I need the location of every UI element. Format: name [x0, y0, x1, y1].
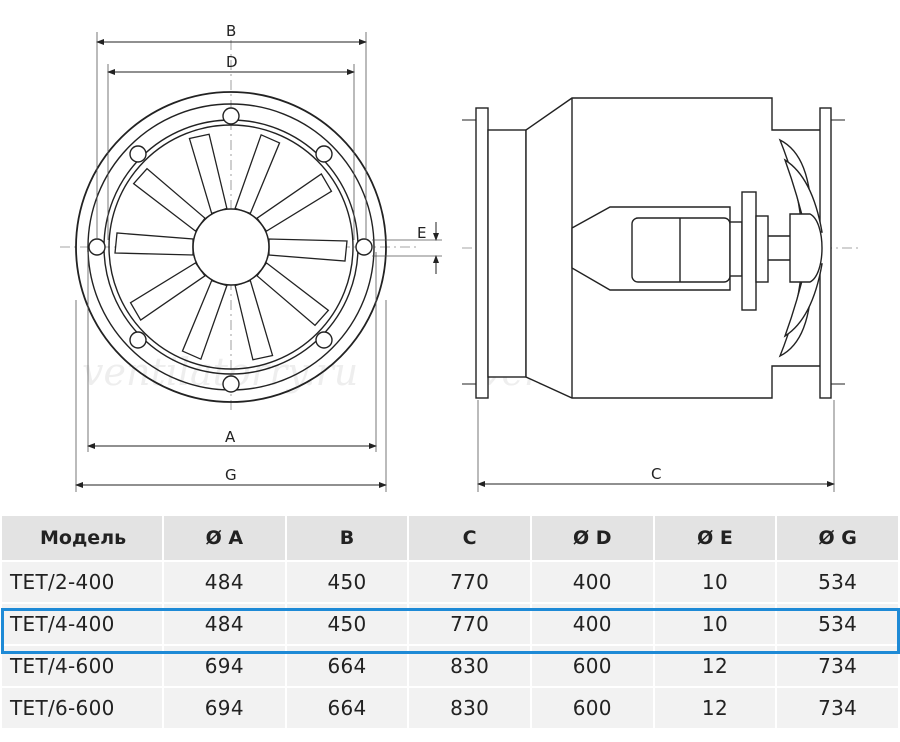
cell-g: 534 [777, 562, 898, 602]
cell-b: 664 [286, 646, 408, 686]
header-b: B [286, 516, 408, 560]
technical-drawing: ventilatorry.ru ventilatorry.ru [60, 22, 860, 492]
cell-d: 400 [531, 562, 653, 602]
cell-c: 770 [409, 562, 530, 602]
cell-d: 600 [531, 646, 653, 686]
table-header-row: Модель Ø A B C Ø D Ø E Ø G [2, 516, 898, 560]
cell-d: 400 [531, 604, 653, 644]
table-row[interactable]: TET/6-600 694 664 830 600 12 734 [2, 688, 898, 728]
cell-b: 664 [286, 688, 408, 728]
cell-d: 600 [531, 688, 653, 728]
header-d: Ø D [531, 516, 653, 560]
dim-label-g: G [225, 466, 237, 484]
header-a: Ø A [164, 516, 285, 560]
cell-a: 484 [164, 604, 285, 644]
table-row[interactable]: TET/2-400 484 450 770 400 10 534 [2, 562, 898, 602]
cell-b: 450 [286, 604, 408, 644]
header-model: Модель [2, 516, 162, 560]
cell-c: 830 [409, 688, 530, 728]
dim-label-c: C [651, 465, 661, 483]
cell-c: 830 [409, 646, 530, 686]
specs-table: Модель Ø A B C Ø D Ø E Ø G TET/2-400 484… [0, 514, 900, 730]
cell-model: TET/4-400 [2, 604, 162, 644]
cell-a: 694 [164, 688, 285, 728]
cell-e: 10 [654, 604, 776, 644]
header-g: Ø G [777, 516, 898, 560]
dim-label-b: B [226, 22, 236, 40]
cell-model: TET/4-600 [2, 646, 162, 686]
cell-e: 10 [654, 562, 776, 602]
cell-a: 694 [164, 646, 285, 686]
dim-label-a: A [225, 428, 236, 446]
cell-g: 534 [777, 604, 898, 644]
dim-label-d: D [226, 53, 238, 71]
cell-a: 484 [164, 562, 285, 602]
header-c: C [409, 516, 530, 560]
table-row-selected[interactable]: TET/4-400 484 450 770 400 10 534 [2, 604, 898, 644]
front-view [60, 32, 442, 492]
cell-model: TET/2-400 [2, 562, 162, 602]
cell-model: TET/6-600 [2, 688, 162, 728]
dim-label-e: E [417, 224, 426, 242]
cell-e: 12 [654, 646, 776, 686]
cell-g: 734 [777, 688, 898, 728]
table-row[interactable]: TET/4-600 694 664 830 600 12 734 [2, 646, 898, 686]
header-e: Ø E [654, 516, 776, 560]
side-view [462, 97, 860, 492]
cell-g: 734 [777, 646, 898, 686]
cell-b: 450 [286, 562, 408, 602]
cell-e: 12 [654, 688, 776, 728]
watermark-left: ventilatorry.ru [82, 350, 358, 394]
cell-c: 770 [409, 604, 530, 644]
